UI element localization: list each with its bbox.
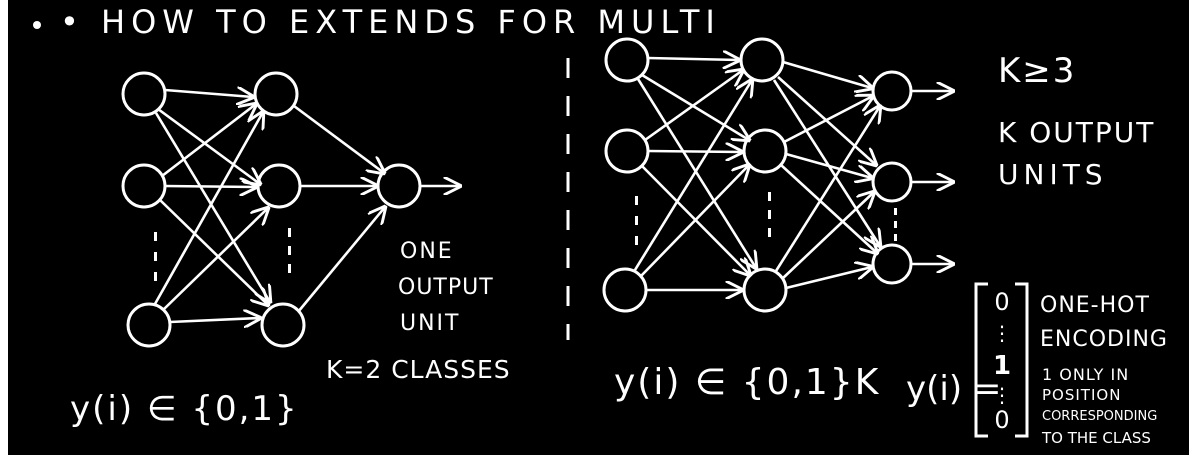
connection-arrow — [774, 106, 880, 272]
connection-arrow — [293, 104, 384, 173]
note-line: ONE — [400, 239, 454, 264]
desc-line: POSITION — [1042, 386, 1121, 404]
connection-arrow — [164, 186, 256, 187]
ellipsis-dots-hidden — [768, 192, 771, 237]
hidden-node — [739, 37, 785, 83]
connection-arrow — [159, 199, 268, 305]
output-node — [871, 70, 913, 112]
connection-arrow — [781, 192, 874, 280]
output-node — [871, 243, 913, 285]
vector-entry: ⋮ — [992, 383, 1012, 407]
connection-arrow — [785, 267, 872, 290]
hidden-node — [253, 71, 299, 117]
onehot-line: ENCODING — [1040, 327, 1168, 352]
connection-arrow — [772, 79, 880, 246]
connection-arrow — [153, 112, 263, 305]
hidden-node — [260, 302, 306, 348]
right-bracket — [1015, 282, 1029, 438]
note-line: K OUTPUT — [998, 116, 1155, 149]
diagram-canvas: • HOW TO EXTENDS FOR MULTI — [33, 3, 1168, 447]
connection-arrow — [783, 96, 873, 144]
input-node — [604, 128, 650, 174]
title-bullet-icon — [33, 21, 41, 29]
connection-arrow — [640, 165, 749, 277]
vector-entry: ⋮ — [992, 321, 1012, 345]
vector-entry: 0 — [994, 406, 1009, 434]
connection-arrow — [644, 70, 743, 142]
connection-arrow — [782, 60, 872, 88]
connection-arrow — [161, 104, 256, 178]
ellipsis-dots-input — [635, 196, 638, 245]
right-network — [602, 37, 953, 313]
vector-entry: 0 — [994, 288, 1009, 316]
connection-arrow — [157, 107, 260, 184]
hidden-node — [742, 128, 788, 174]
input-node — [602, 267, 648, 313]
title-text: • HOW TO EXTENDS FOR MULTI — [60, 3, 721, 41]
classes-label: K=2 CLASSES — [326, 355, 511, 384]
note-line: OUTPUT — [398, 275, 494, 300]
ellipsis-dots-output — [894, 208, 897, 241]
ellipsis-dots-input — [154, 232, 157, 281]
output-node — [376, 163, 422, 209]
desc-line: TO THE CLASS — [1041, 429, 1151, 447]
note-line: UNITS — [998, 158, 1108, 191]
vector-label: y(i) = — [906, 369, 1001, 409]
vector-entry: 1 — [993, 351, 1011, 381]
whiteboard: • HOW TO EXTENDS FOR MULTI — [8, 0, 1189, 455]
left-network — [121, 71, 460, 348]
input-node — [121, 71, 167, 117]
left-bracket — [974, 282, 988, 438]
onehot-line: ONE-HOT — [1040, 293, 1150, 318]
label-y-binary: y(i) ∈ {0,1} — [70, 389, 299, 429]
hidden-node — [256, 163, 302, 209]
connection-arrow — [636, 78, 756, 268]
connection-arrow — [647, 151, 742, 152]
ellipsis-dots-hidden — [288, 228, 291, 273]
connection-arrow — [296, 207, 385, 313]
connection-arrow — [162, 208, 268, 311]
desc-line: CORRESPONDING — [1042, 409, 1157, 424]
connection-arrow — [164, 90, 253, 97]
connection-arrow — [169, 318, 260, 322]
connection-arrow — [780, 164, 877, 253]
connection-arrow — [633, 80, 752, 271]
input-node — [604, 37, 650, 83]
label-y-k: y(i) ∈ {0,1}K — [614, 362, 880, 403]
input-node — [126, 302, 172, 348]
output-node — [871, 161, 913, 203]
k-condition: K≥3 — [998, 51, 1076, 91]
connection-arrow — [785, 152, 872, 178]
connection-arrow — [641, 73, 749, 140]
connection-arrow — [154, 112, 270, 302]
note-line: UNIT — [400, 311, 461, 336]
desc-line: 1 ONLY IN — [1042, 365, 1129, 384]
hidden-node — [742, 267, 788, 313]
connection-arrow — [647, 58, 739, 60]
input-node — [121, 163, 167, 209]
